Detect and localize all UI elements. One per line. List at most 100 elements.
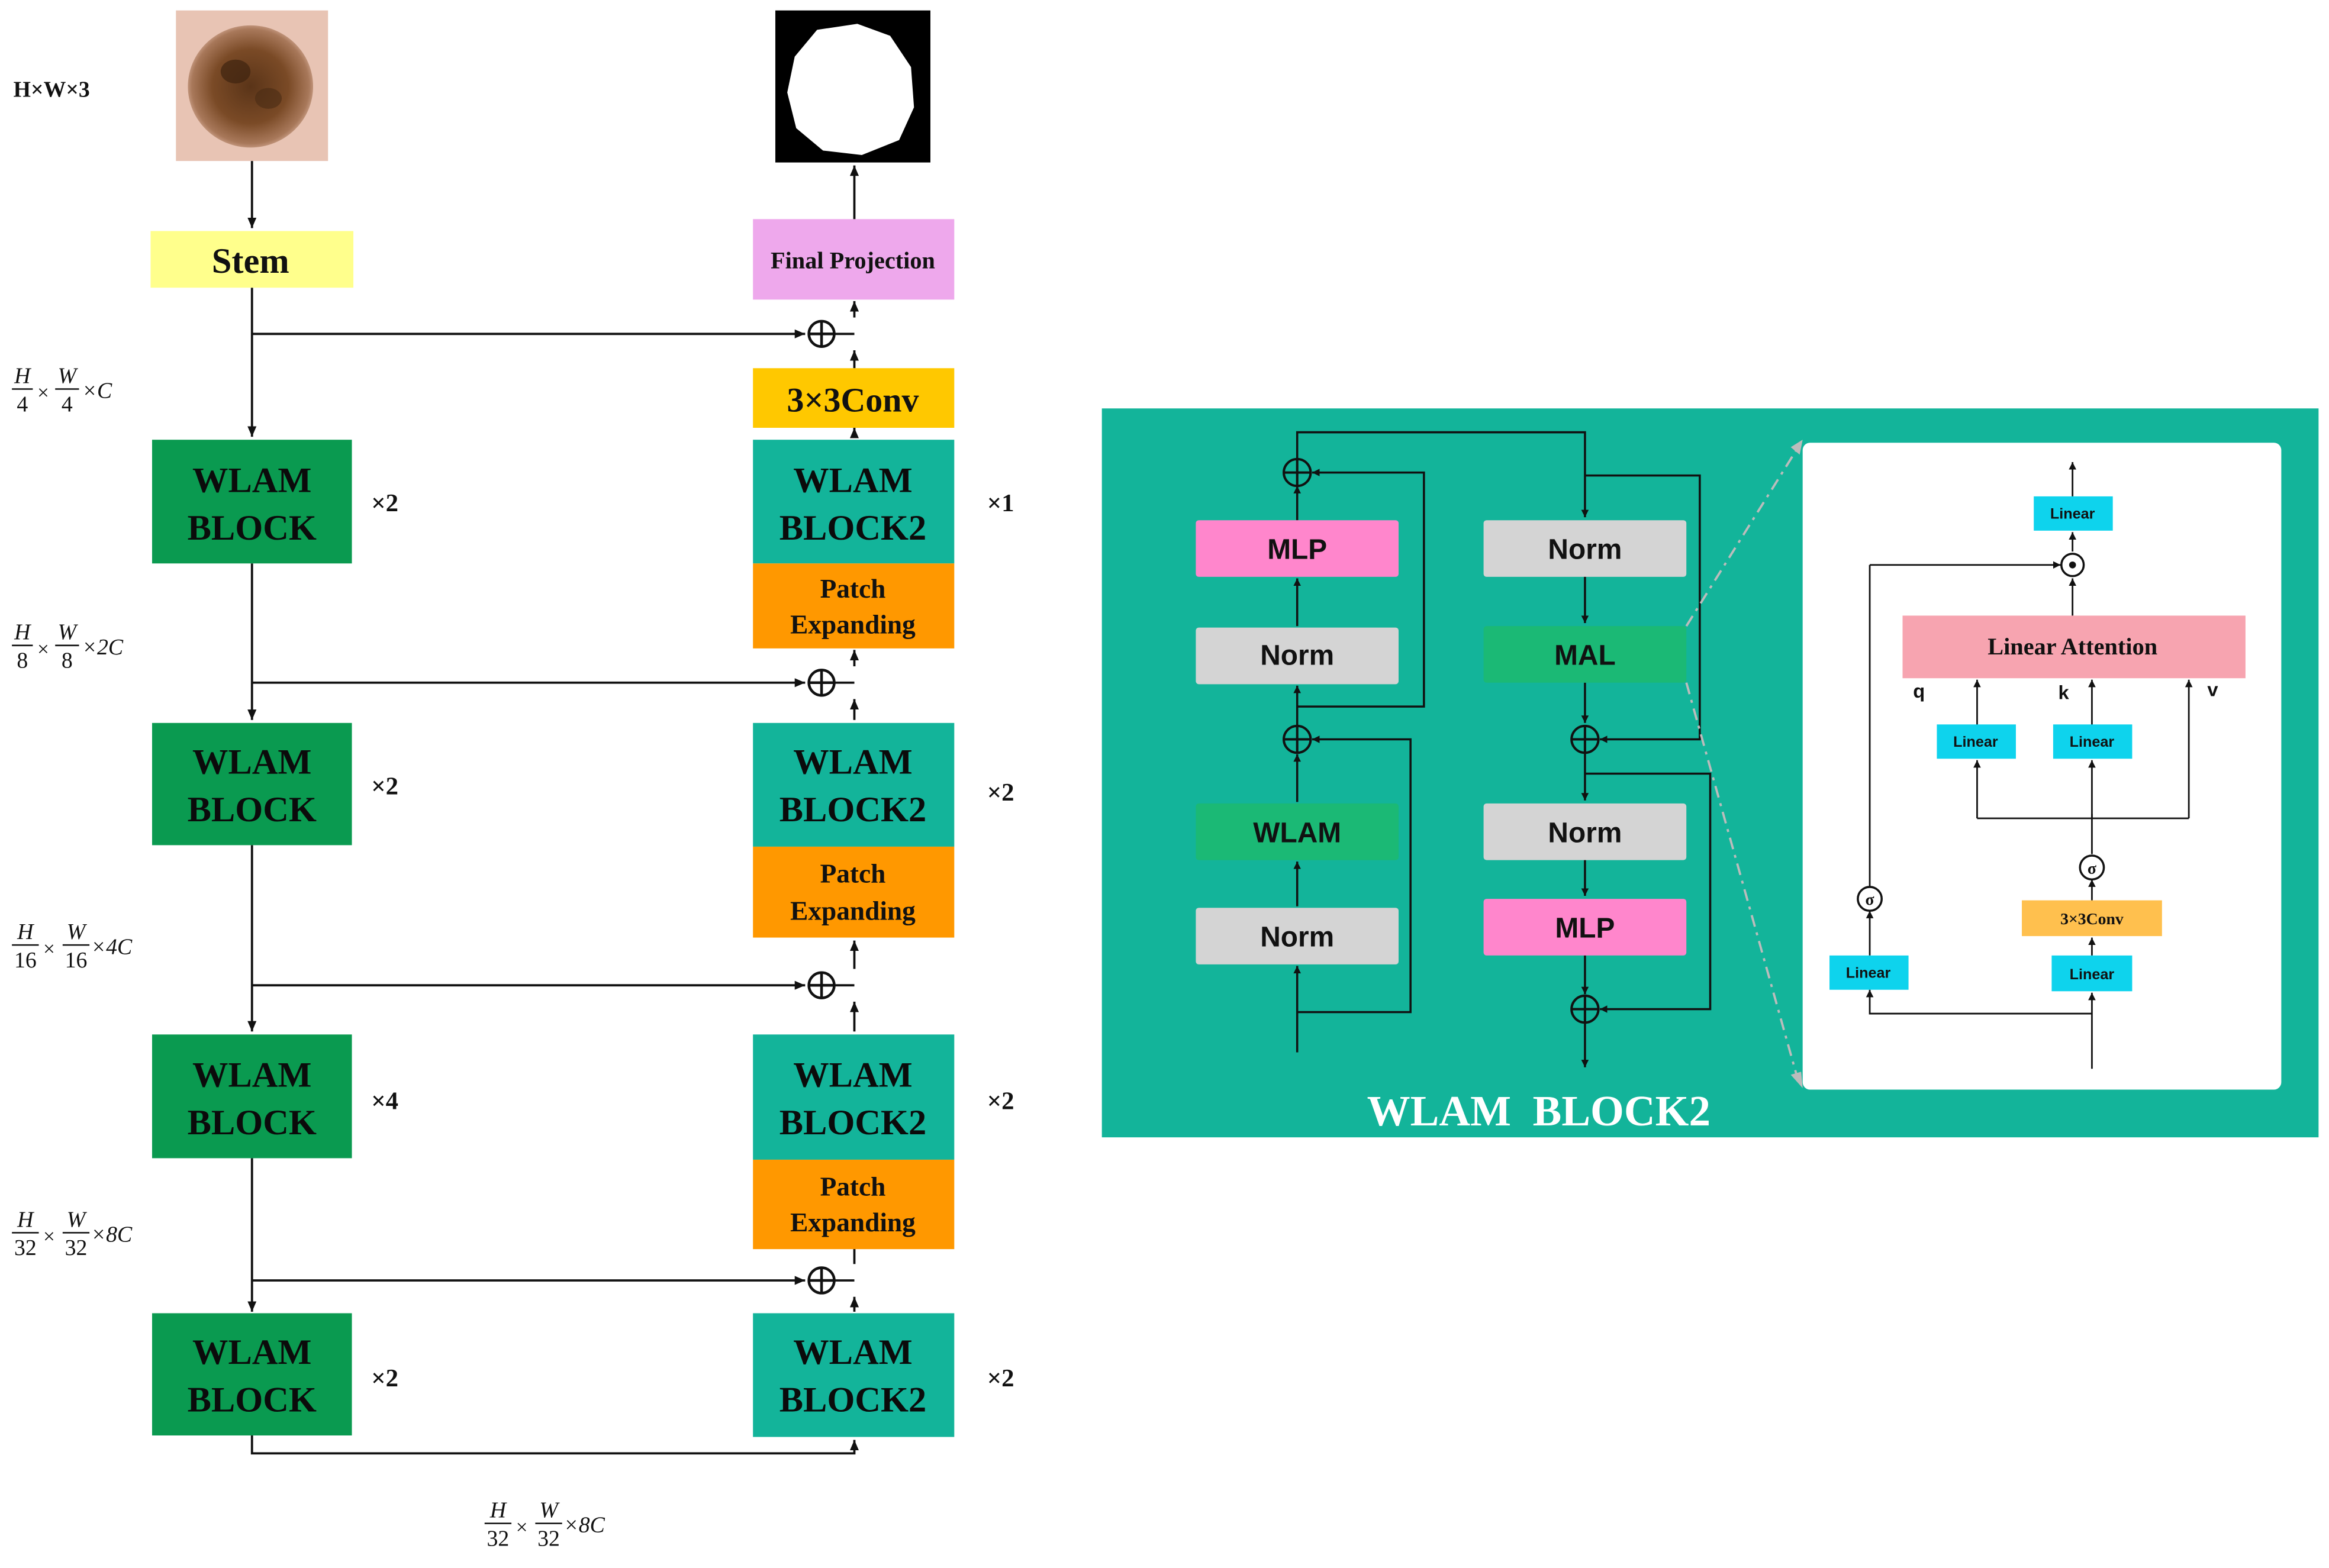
encoder-block-2: WLAM BLOCK ×2 bbox=[152, 722, 398, 846]
add-node-4 bbox=[807, 1266, 836, 1295]
decoder-block-4-repeat: ×2 bbox=[987, 1364, 1014, 1392]
patch-expanding-3: Patch Expanding bbox=[753, 1159, 955, 1250]
mal-connections bbox=[1866, 462, 2193, 1069]
add-node-1 bbox=[807, 320, 836, 348]
svg-text:×8C: ×8C bbox=[563, 1513, 605, 1538]
encoder-block-1: WLAM BLOCK ×2 bbox=[152, 440, 398, 564]
svg-text:×C: ×C bbox=[82, 379, 112, 404]
svg-text:×4C: ×4C bbox=[91, 934, 133, 959]
panel-mlp-left: MLP bbox=[1196, 520, 1399, 577]
patch-expanding-3-line1: Patch bbox=[820, 1172, 886, 1201]
panel-add-node-4 bbox=[1570, 994, 1600, 1024]
decoder-block-2: WLAM BLOCK2 ×2 bbox=[753, 722, 1014, 847]
mal-linear-bottom-left-label: Linear bbox=[1846, 965, 1891, 982]
mal-detail-panel bbox=[1802, 443, 2282, 1090]
mal-conv-label: 3×3Conv bbox=[2060, 909, 2124, 928]
panel-mal-label: MAL bbox=[1554, 640, 1616, 672]
svg-text:×8C: ×8C bbox=[91, 1222, 133, 1247]
add-to-decoder-links bbox=[835, 333, 855, 1282]
decoder-block-1-repeat: ×1 bbox=[987, 489, 1014, 517]
mal-linear-bottom-left: Linear bbox=[1829, 955, 1909, 990]
svg-text:×: × bbox=[43, 1225, 55, 1248]
encoder-block-3: WLAM BLOCK ×4 bbox=[152, 1034, 398, 1159]
patch-expanding-1: Patch Expanding bbox=[753, 563, 955, 649]
mal-sigma-left: σ bbox=[1857, 886, 1883, 912]
mal-k-label: k bbox=[2058, 682, 2069, 704]
svg-text:32: 32 bbox=[487, 1526, 510, 1551]
decoder-block-1: WLAM BLOCK2 ×1 bbox=[753, 440, 1014, 564]
mal-v-label: v bbox=[2207, 678, 2218, 700]
svg-text:H: H bbox=[17, 919, 34, 944]
svg-text:8: 8 bbox=[62, 649, 73, 673]
mal-linear-bottom-right: Linear bbox=[2051, 955, 2132, 992]
input-dims-label: H×W×3 bbox=[14, 78, 90, 102]
patch-expanding-2-line1: Patch bbox=[820, 859, 886, 888]
panel-norm-right-1-label: Norm bbox=[1548, 534, 1622, 566]
patch-expanding-1-line2: Expanding bbox=[790, 610, 916, 640]
svg-text:H: H bbox=[489, 1498, 507, 1523]
panel-mal: MAL bbox=[1483, 626, 1687, 683]
patch-expanding-3-line2: Expanding bbox=[790, 1208, 916, 1237]
mal-linear-k-label: Linear bbox=[2070, 734, 2115, 750]
encoder-block-4-repeat: ×2 bbox=[371, 1364, 398, 1392]
add-node-3 bbox=[807, 971, 836, 999]
encoder-block-3-repeat: ×4 bbox=[371, 1087, 398, 1115]
final-projection-label: Final Projection bbox=[771, 247, 935, 273]
encoder-block-3-line1: WLAM bbox=[192, 1055, 312, 1095]
svg-text:H: H bbox=[14, 363, 31, 388]
svg-text:W: W bbox=[67, 1207, 88, 1232]
svg-text:32: 32 bbox=[65, 1235, 88, 1260]
decoder-block-2-line2: BLOCK2 bbox=[779, 790, 927, 830]
svg-text:4: 4 bbox=[62, 392, 73, 417]
panel-add-node-2 bbox=[1283, 724, 1312, 754]
svg-text:×2C: ×2C bbox=[82, 635, 124, 660]
encoder-block-1-repeat: ×2 bbox=[371, 489, 398, 517]
svg-text:×: × bbox=[516, 1515, 528, 1538]
mal-q-label: q bbox=[1913, 680, 1925, 702]
panel-wlam: WLAM bbox=[1196, 803, 1399, 860]
decoder-block-3-line1: WLAM bbox=[793, 1055, 913, 1095]
panel-wlam-label: WLAM bbox=[1253, 817, 1341, 848]
dims-label-1: H 4 × W 4 ×C bbox=[12, 363, 112, 417]
svg-text:H: H bbox=[17, 1207, 34, 1232]
panel-mlp-right: MLP bbox=[1483, 899, 1687, 956]
encoder-block-4: WLAM BLOCK ×2 bbox=[152, 1313, 398, 1435]
decoder-block-4: WLAM BLOCK2 ×2 bbox=[753, 1313, 1014, 1437]
patch-expanding-2: Patch Expanding bbox=[753, 846, 955, 938]
encoder-block-4-line1: WLAM bbox=[192, 1333, 312, 1372]
encoder-block-1-line1: WLAM bbox=[192, 460, 312, 500]
encoder-block-2-line2: BLOCK bbox=[188, 790, 317, 830]
encoder-block-4-line2: BLOCK bbox=[188, 1380, 317, 1420]
mal-conv-box: 3×3Conv bbox=[2022, 900, 2162, 937]
mal-linear-bottom-right-label: Linear bbox=[2070, 966, 2115, 983]
mal-linear-k: Linear bbox=[2053, 724, 2132, 759]
panel-mlp-left-label: MLP bbox=[1267, 534, 1327, 566]
mal-linear-top-label: Linear bbox=[2050, 506, 2095, 522]
encoder-block-2-repeat: ×2 bbox=[371, 773, 398, 801]
dims-label-3: H 16 × W 16 ×4C bbox=[12, 919, 133, 973]
svg-text:W: W bbox=[58, 620, 79, 645]
encoder-block-3-line2: BLOCK bbox=[188, 1103, 317, 1143]
conv-box bbox=[753, 368, 955, 428]
patch-expanding-2-line2: Expanding bbox=[790, 896, 916, 925]
stem-label: Stem bbox=[212, 241, 289, 281]
panel-right-connections bbox=[1581, 474, 1712, 1067]
output-mask-image bbox=[775, 10, 930, 163]
mal-sigma-right: σ bbox=[2079, 854, 2105, 881]
decoder-block-2-line1: WLAM bbox=[793, 742, 913, 782]
panel-mlp-right-label: MLP bbox=[1555, 913, 1615, 944]
svg-text:H: H bbox=[14, 620, 31, 645]
panel-norm-right-2-label: Norm bbox=[1548, 817, 1622, 848]
panel-add-node-1 bbox=[1283, 457, 1312, 488]
svg-text:×: × bbox=[37, 637, 49, 660]
encoder-connections bbox=[247, 161, 859, 1455]
decoder-block-4-line1: WLAM bbox=[793, 1333, 913, 1372]
decoder-block-1-line1: WLAM bbox=[793, 460, 913, 500]
zoom-arrow-bottom bbox=[1790, 1072, 1803, 1089]
decoder-block-3-repeat: ×2 bbox=[987, 1087, 1014, 1115]
final-projection-box bbox=[753, 219, 955, 300]
zoom-arrow-top bbox=[1790, 440, 1803, 455]
mal-multiply-node bbox=[2060, 553, 2085, 577]
decoder-block-2-repeat: ×2 bbox=[987, 779, 1014, 806]
mal-sigma-right-label: σ bbox=[2088, 859, 2096, 877]
